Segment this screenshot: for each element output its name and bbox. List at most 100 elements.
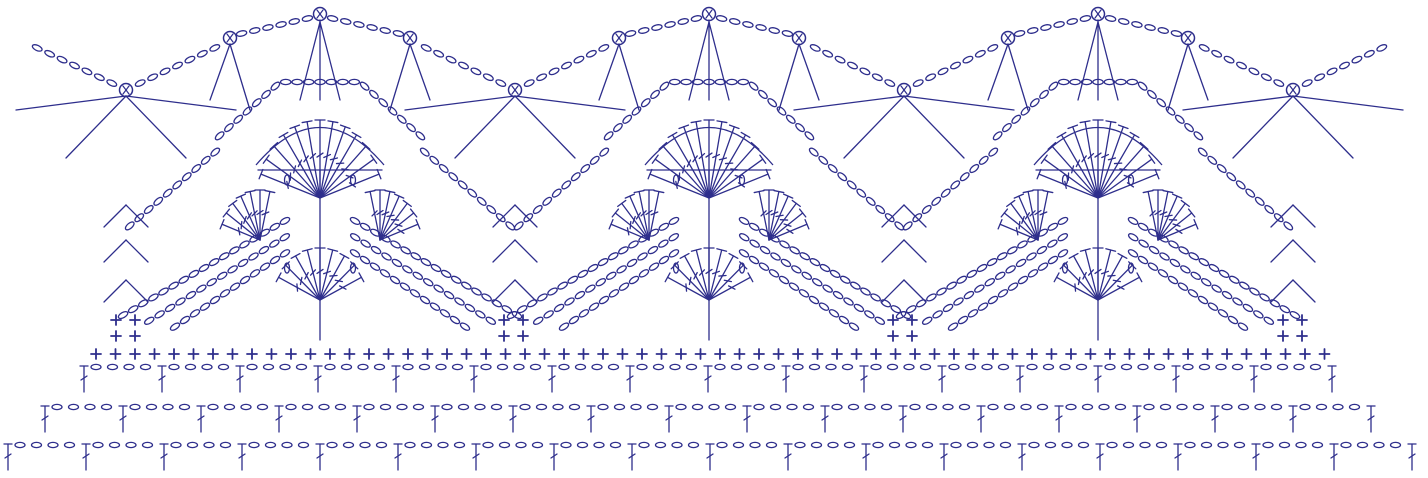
- stitch-tick: [1075, 284, 1076, 291]
- chain-oval: [742, 21, 753, 28]
- single-crochet-cross: [988, 349, 998, 359]
- chain-oval: [605, 271, 617, 281]
- chain-oval: [649, 89, 660, 100]
- chain-oval: [999, 364, 1009, 369]
- chain-oval: [486, 204, 497, 215]
- stitch-top: [668, 132, 677, 137]
- chain-oval: [1207, 302, 1219, 312]
- chain-oval: [1017, 275, 1029, 285]
- chevron: [904, 280, 926, 302]
- picot-circle: [1182, 32, 1195, 45]
- chain-oval: [586, 49, 598, 58]
- chain-oval: [225, 404, 235, 409]
- chain-oval: [709, 404, 719, 409]
- chain-oval: [359, 81, 370, 92]
- chain-oval: [349, 216, 361, 226]
- chain-oval: [648, 262, 660, 272]
- chain-oval: [1146, 89, 1157, 100]
- chain-oval: [184, 55, 196, 64]
- chain-oval: [925, 73, 937, 82]
- single-crochet-cross: [598, 349, 608, 359]
- chain-oval: [1167, 275, 1179, 285]
- single-crochet-cross: [1281, 349, 1291, 359]
- single-crochet-cross: [949, 349, 959, 359]
- chain-oval: [976, 263, 988, 273]
- chain-oval: [966, 269, 978, 279]
- shell-motifs: [16, 15, 1403, 340]
- chain-oval: [637, 364, 647, 369]
- stitch-tick: [241, 222, 242, 229]
- single-crochet-cross: [618, 349, 628, 359]
- chain-oval: [247, 364, 257, 369]
- chain-oval: [358, 364, 368, 369]
- stitch-top: [691, 121, 701, 123]
- chain-oval: [1208, 263, 1220, 273]
- side-fan-stitch: [1158, 220, 1198, 240]
- chain-oval: [771, 404, 781, 409]
- chain-oval: [1211, 284, 1223, 294]
- chain-oval: [106, 79, 118, 88]
- picot-circle: [314, 8, 327, 21]
- chain-oval: [1239, 281, 1251, 291]
- single-crochet-cross: [462, 349, 472, 359]
- chain-oval: [598, 43, 610, 52]
- chain-oval: [366, 24, 377, 31]
- chain-oval: [828, 308, 840, 318]
- single-crochet-cross: [130, 331, 140, 341]
- chain-oval: [1180, 264, 1192, 274]
- single-crochet-cross: [1278, 331, 1288, 341]
- single-crochet-cross: [754, 349, 764, 359]
- chain-oval: [765, 364, 775, 369]
- stitch-post: [696, 250, 709, 300]
- chain-oval: [1129, 175, 1134, 185]
- single-crochet-cross: [891, 349, 901, 359]
- chevron: [904, 240, 926, 262]
- chain-oval: [1158, 27, 1169, 34]
- chain-oval: [949, 364, 959, 369]
- chain-oval: [1311, 364, 1321, 369]
- chain-oval: [687, 364, 697, 369]
- chain-oval: [1159, 252, 1171, 262]
- chain-oval: [598, 404, 608, 409]
- chain-oval: [1272, 404, 1282, 409]
- chain-oval: [289, 18, 300, 25]
- chain-oval: [1029, 442, 1039, 447]
- chain-oval: [353, 21, 364, 28]
- chain-oval: [860, 287, 872, 297]
- chain-oval: [1124, 442, 1134, 447]
- chain-oval: [495, 212, 506, 223]
- chain-oval: [360, 442, 370, 447]
- chain-oval: [269, 222, 281, 232]
- chevron: [1293, 205, 1315, 227]
- chain-oval: [978, 155, 989, 166]
- chain-oval: [1015, 258, 1027, 268]
- chain-oval: [1083, 404, 1093, 409]
- chain-oval: [91, 364, 101, 369]
- chain-oval: [672, 442, 682, 447]
- chain-oval: [189, 308, 201, 318]
- chain-oval: [137, 298, 149, 308]
- chain-oval: [927, 404, 937, 409]
- chain-oval: [588, 302, 600, 312]
- chain-oval: [915, 298, 927, 308]
- valley-leg: [66, 96, 126, 158]
- chain-oval: [890, 442, 900, 447]
- chain-oval: [1254, 196, 1265, 207]
- stitch-top: [1007, 200, 1015, 206]
- chain-oval: [1027, 234, 1039, 244]
- chevron: [1271, 280, 1293, 302]
- chain-oval: [1014, 30, 1025, 37]
- chain-oval: [475, 404, 485, 409]
- chain-oval: [808, 147, 819, 158]
- single-crochet-cross: [1242, 349, 1252, 359]
- stitch-tick: [304, 156, 308, 162]
- chain-oval: [647, 245, 659, 255]
- chain-oval: [124, 364, 134, 369]
- chain-oval: [804, 404, 814, 409]
- chain-oval: [818, 302, 830, 312]
- lower-fan-stitch: [1098, 262, 1136, 300]
- chain-oval: [778, 275, 790, 285]
- chain-oval: [377, 442, 387, 447]
- chain-oval: [1374, 442, 1384, 447]
